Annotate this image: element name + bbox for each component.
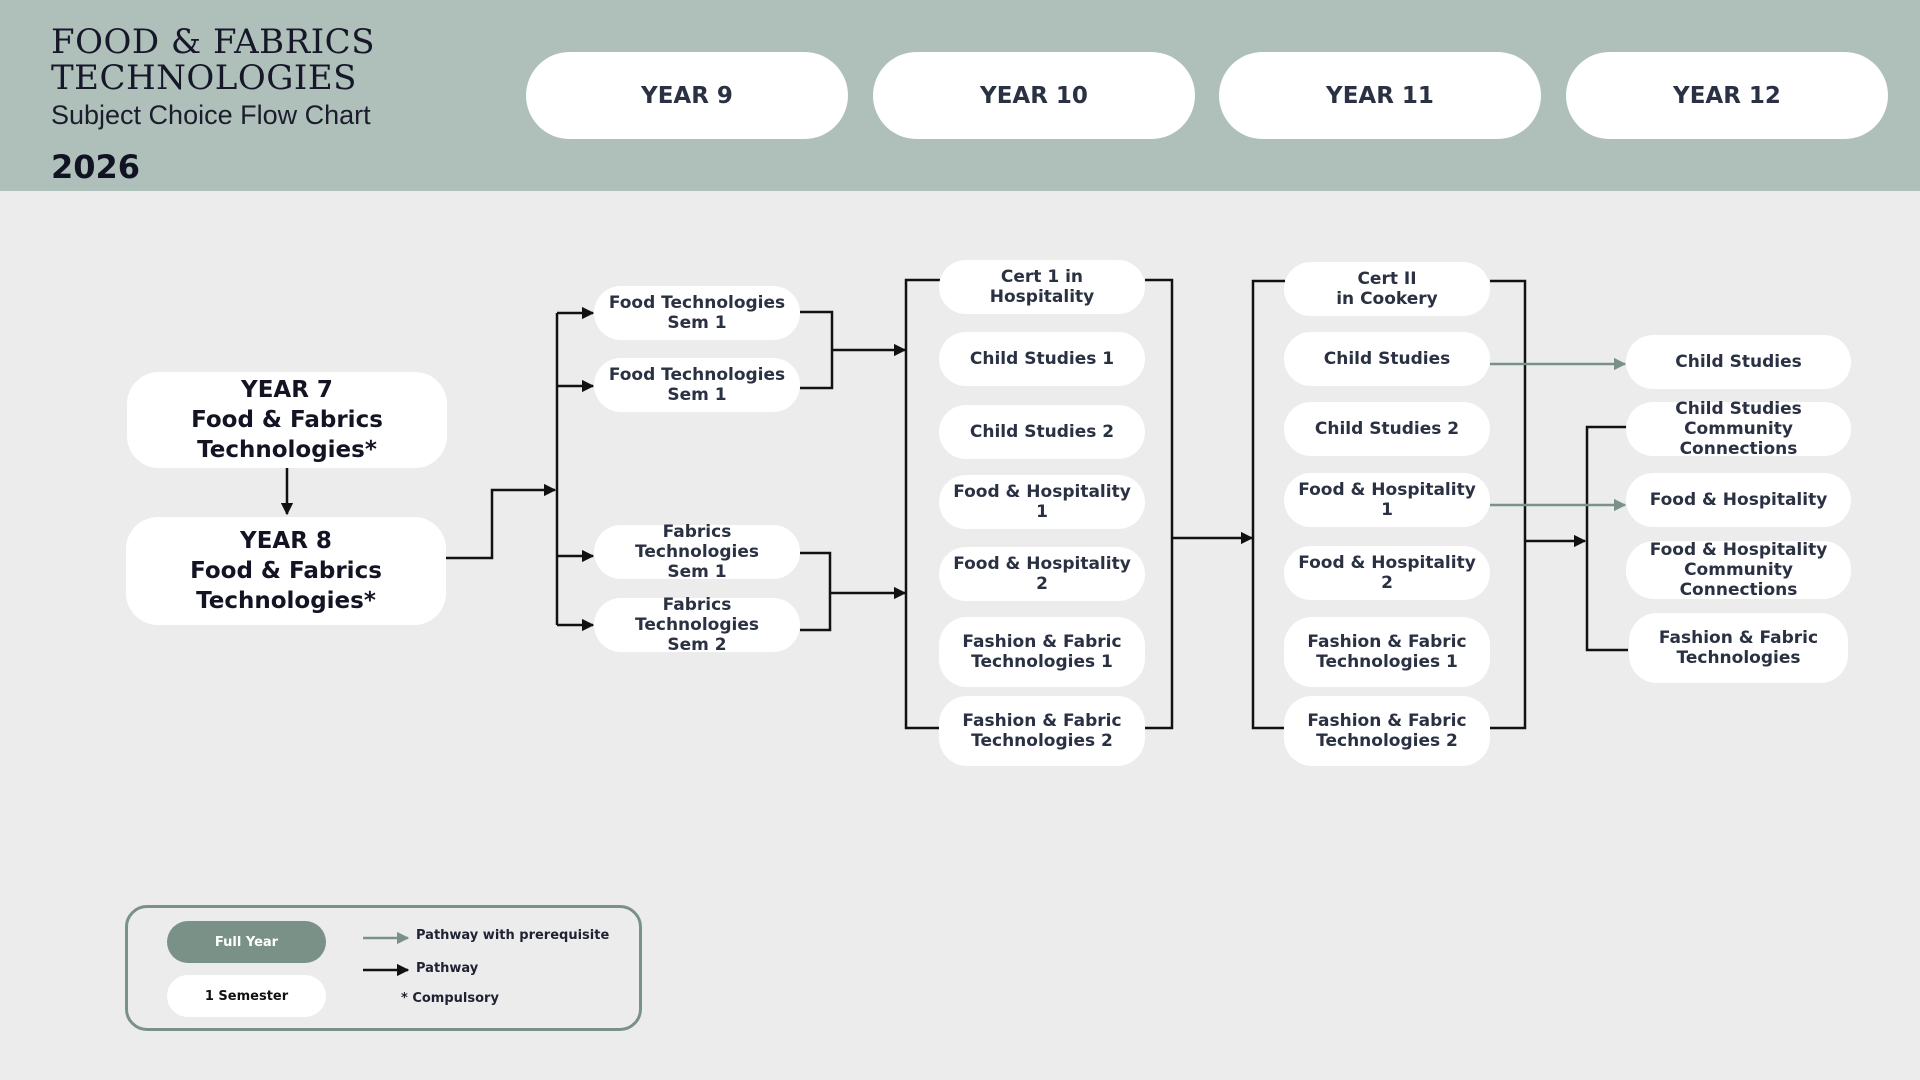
year10-food-hospitality-2: Food & Hospitality 2 (939, 547, 1145, 601)
title-line-2: TECHNOLOGIES (51, 58, 357, 98)
year11-food-hospitality-2: Food & Hospitality 2 (1284, 546, 1490, 600)
fabrics-bracket (800, 551, 832, 632)
year10-right-bracket (1145, 278, 1174, 730)
year10-fashion-fabric-tech-2: Fashion & Fabric Technologies 2 (939, 696, 1145, 766)
legend-prereq-label: Pathway with prerequisite (416, 928, 610, 943)
column-header-year12: YEAR 12 (1566, 52, 1888, 139)
page-subtitle: Subject Choice Flow Chart (51, 100, 371, 130)
year10-fashion-fabric-tech-1: Fashion & Fabric Technologies 1 (939, 617, 1145, 687)
legend-pathway-label: Pathway (416, 961, 479, 976)
year11-fashion-fabric-tech-2: Fashion & Fabric Technologies 2 (1284, 696, 1490, 766)
year12-food-hospitality: Food & Hospitality (1626, 473, 1851, 527)
column-header-year10: YEAR 10 (873, 52, 1195, 139)
year11-fashion-fabric-tech-1: Fashion & Fabric Technologies 1 (1284, 617, 1490, 687)
year10-child-studies-1: Child Studies 1 (939, 332, 1145, 386)
title-line-1: FOOD & FABRICS (51, 22, 375, 62)
year8-node: YEAR 8 Food & Fabrics Technologies* (126, 517, 446, 625)
year9-food-tech-sem1-a: Food Technologies Sem 1 (594, 286, 800, 340)
year12-child-studies: Child Studies (1626, 335, 1851, 389)
year11-food-hospitality-1: Food & Hospitality 1 (1284, 473, 1490, 527)
legend-full-year-swatch: Full Year (167, 921, 326, 963)
page-title: FOOD & FABRICS TECHNOLOGIES (51, 24, 375, 96)
year9-fabrics-tech-sem1: Fabrics Technologies Sem 1 (594, 522, 800, 582)
year9-fabrics-tech-sem2: Fabrics Technologies Sem 2 (594, 595, 800, 655)
year12-food-hospitality-community-connections: Food & Hospitality Community Connections (1626, 540, 1851, 600)
legend-compulsory-label: * Compulsory (401, 991, 499, 1006)
year12-fashion-fabric-tech: Fashion & Fabric Technologies (1629, 613, 1848, 683)
year-label: 2026 (51, 148, 141, 186)
year10-food-hospitality-1: Food & Hospitality 1 (939, 475, 1145, 529)
year12-child-studies-community-connections: Child Studies Community Connections (1626, 399, 1851, 459)
legend-semester-swatch: 1 Semester (167, 975, 326, 1017)
legend-box (125, 905, 642, 1031)
year11-left-bracket (1251, 279, 1285, 730)
column-header-year11: YEAR 11 (1219, 52, 1541, 139)
year10-child-studies-2: Child Studies 2 (939, 405, 1145, 459)
year10-cert1-hospitality: Cert 1 in Hospitality (939, 260, 1145, 314)
food-bracket (800, 310, 834, 390)
year9-food-tech-sem1-b: Food Technologies Sem 1 (594, 358, 800, 412)
year12-left-bracket (1585, 425, 1628, 652)
year11-child-studies: Child Studies (1284, 332, 1490, 386)
year11-cert2-cookery: Cert II in Cookery (1284, 262, 1490, 316)
year10-left-bracket (904, 278, 940, 730)
year11-child-studies-2: Child Studies 2 (1284, 402, 1490, 456)
year7-node: YEAR 7 Food & Fabrics Technologies* (127, 372, 447, 468)
arrow-y8-split (446, 483, 557, 560)
column-header-year9: YEAR 9 (526, 52, 848, 139)
